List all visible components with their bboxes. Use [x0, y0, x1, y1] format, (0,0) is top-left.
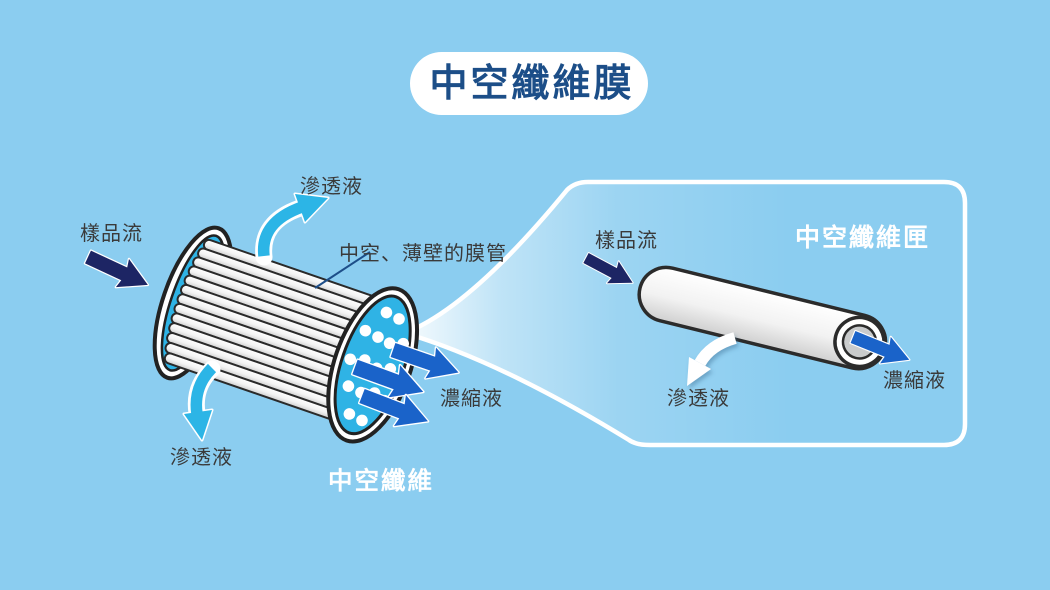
- permeate-arrow-callout: [687, 332, 737, 386]
- fiber-bundle: [152, 225, 420, 444]
- label-concentrate-callout: 濃縮液: [883, 368, 946, 392]
- label-sample-flow-callout: 樣品流: [595, 228, 658, 252]
- label-permeate-bottom: 滲透液: [170, 445, 233, 469]
- page-title: 中空纖維膜: [429, 61, 634, 105]
- membrane-tube-pointer-line: [314, 251, 371, 289]
- label-sample-flow-left: 樣品流: [80, 221, 143, 245]
- fiber-end-dot: [393, 313, 405, 325]
- fiber-end-dot: [359, 324, 372, 337]
- fiber-end-dot: [344, 353, 357, 366]
- fiber-end-dot: [380, 306, 393, 319]
- fiber-end-dot: [372, 331, 384, 343]
- label-concentrate-left: 濃縮液: [440, 386, 503, 410]
- title-pill: [410, 52, 648, 115]
- permeate-down-arrow: [182, 360, 221, 442]
- fiber-end-dot: [383, 337, 396, 350]
- caption-hollow-fiber: 中空纖維: [328, 466, 434, 495]
- permeate-up-arrow: [255, 192, 330, 266]
- label-permeate-top: 滲透液: [300, 174, 363, 198]
- label-permeate-callout: 滲透液: [667, 386, 730, 410]
- fiber-end-dot: [356, 414, 368, 427]
- fiber-end-dot: [343, 408, 356, 420]
- label-membrane-tube: 中空、薄壁的膜管: [339, 241, 507, 265]
- callout-title: 中空纖維匣: [795, 223, 930, 252]
- fiber-end-dot: [342, 380, 355, 392]
